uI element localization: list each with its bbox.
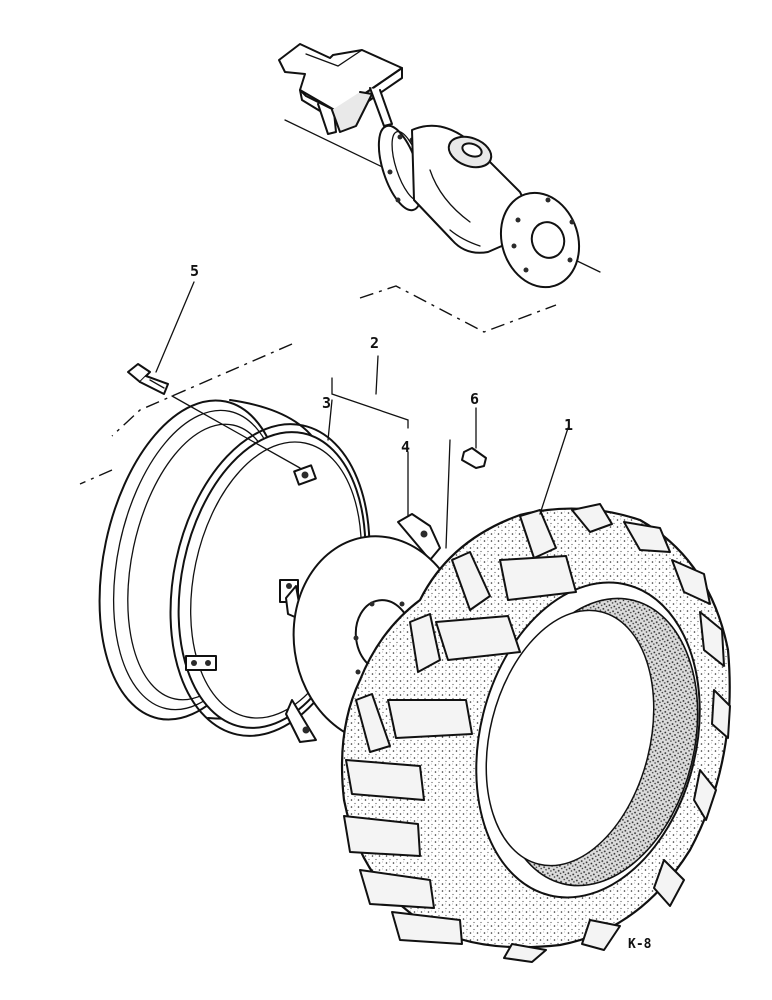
assembly-guide-lines xyxy=(79,285,557,485)
axle-housing-assembly xyxy=(278,43,601,289)
figure-code: K-8 xyxy=(628,937,652,952)
tractor-tire xyxy=(340,503,731,963)
callout-1: 1 xyxy=(564,416,573,434)
callout-6: 6 xyxy=(470,390,479,408)
wheel-nut xyxy=(461,447,487,469)
wheel-bolt xyxy=(127,363,169,395)
callout-3: 3 xyxy=(322,394,331,412)
callout-2: 2 xyxy=(370,334,379,352)
leader-lines xyxy=(155,281,569,549)
callout-4: 4 xyxy=(401,438,410,456)
callout-5: 5 xyxy=(190,262,199,280)
callout-labels: 5 2 3 6 4 1 K-8 xyxy=(190,262,652,952)
